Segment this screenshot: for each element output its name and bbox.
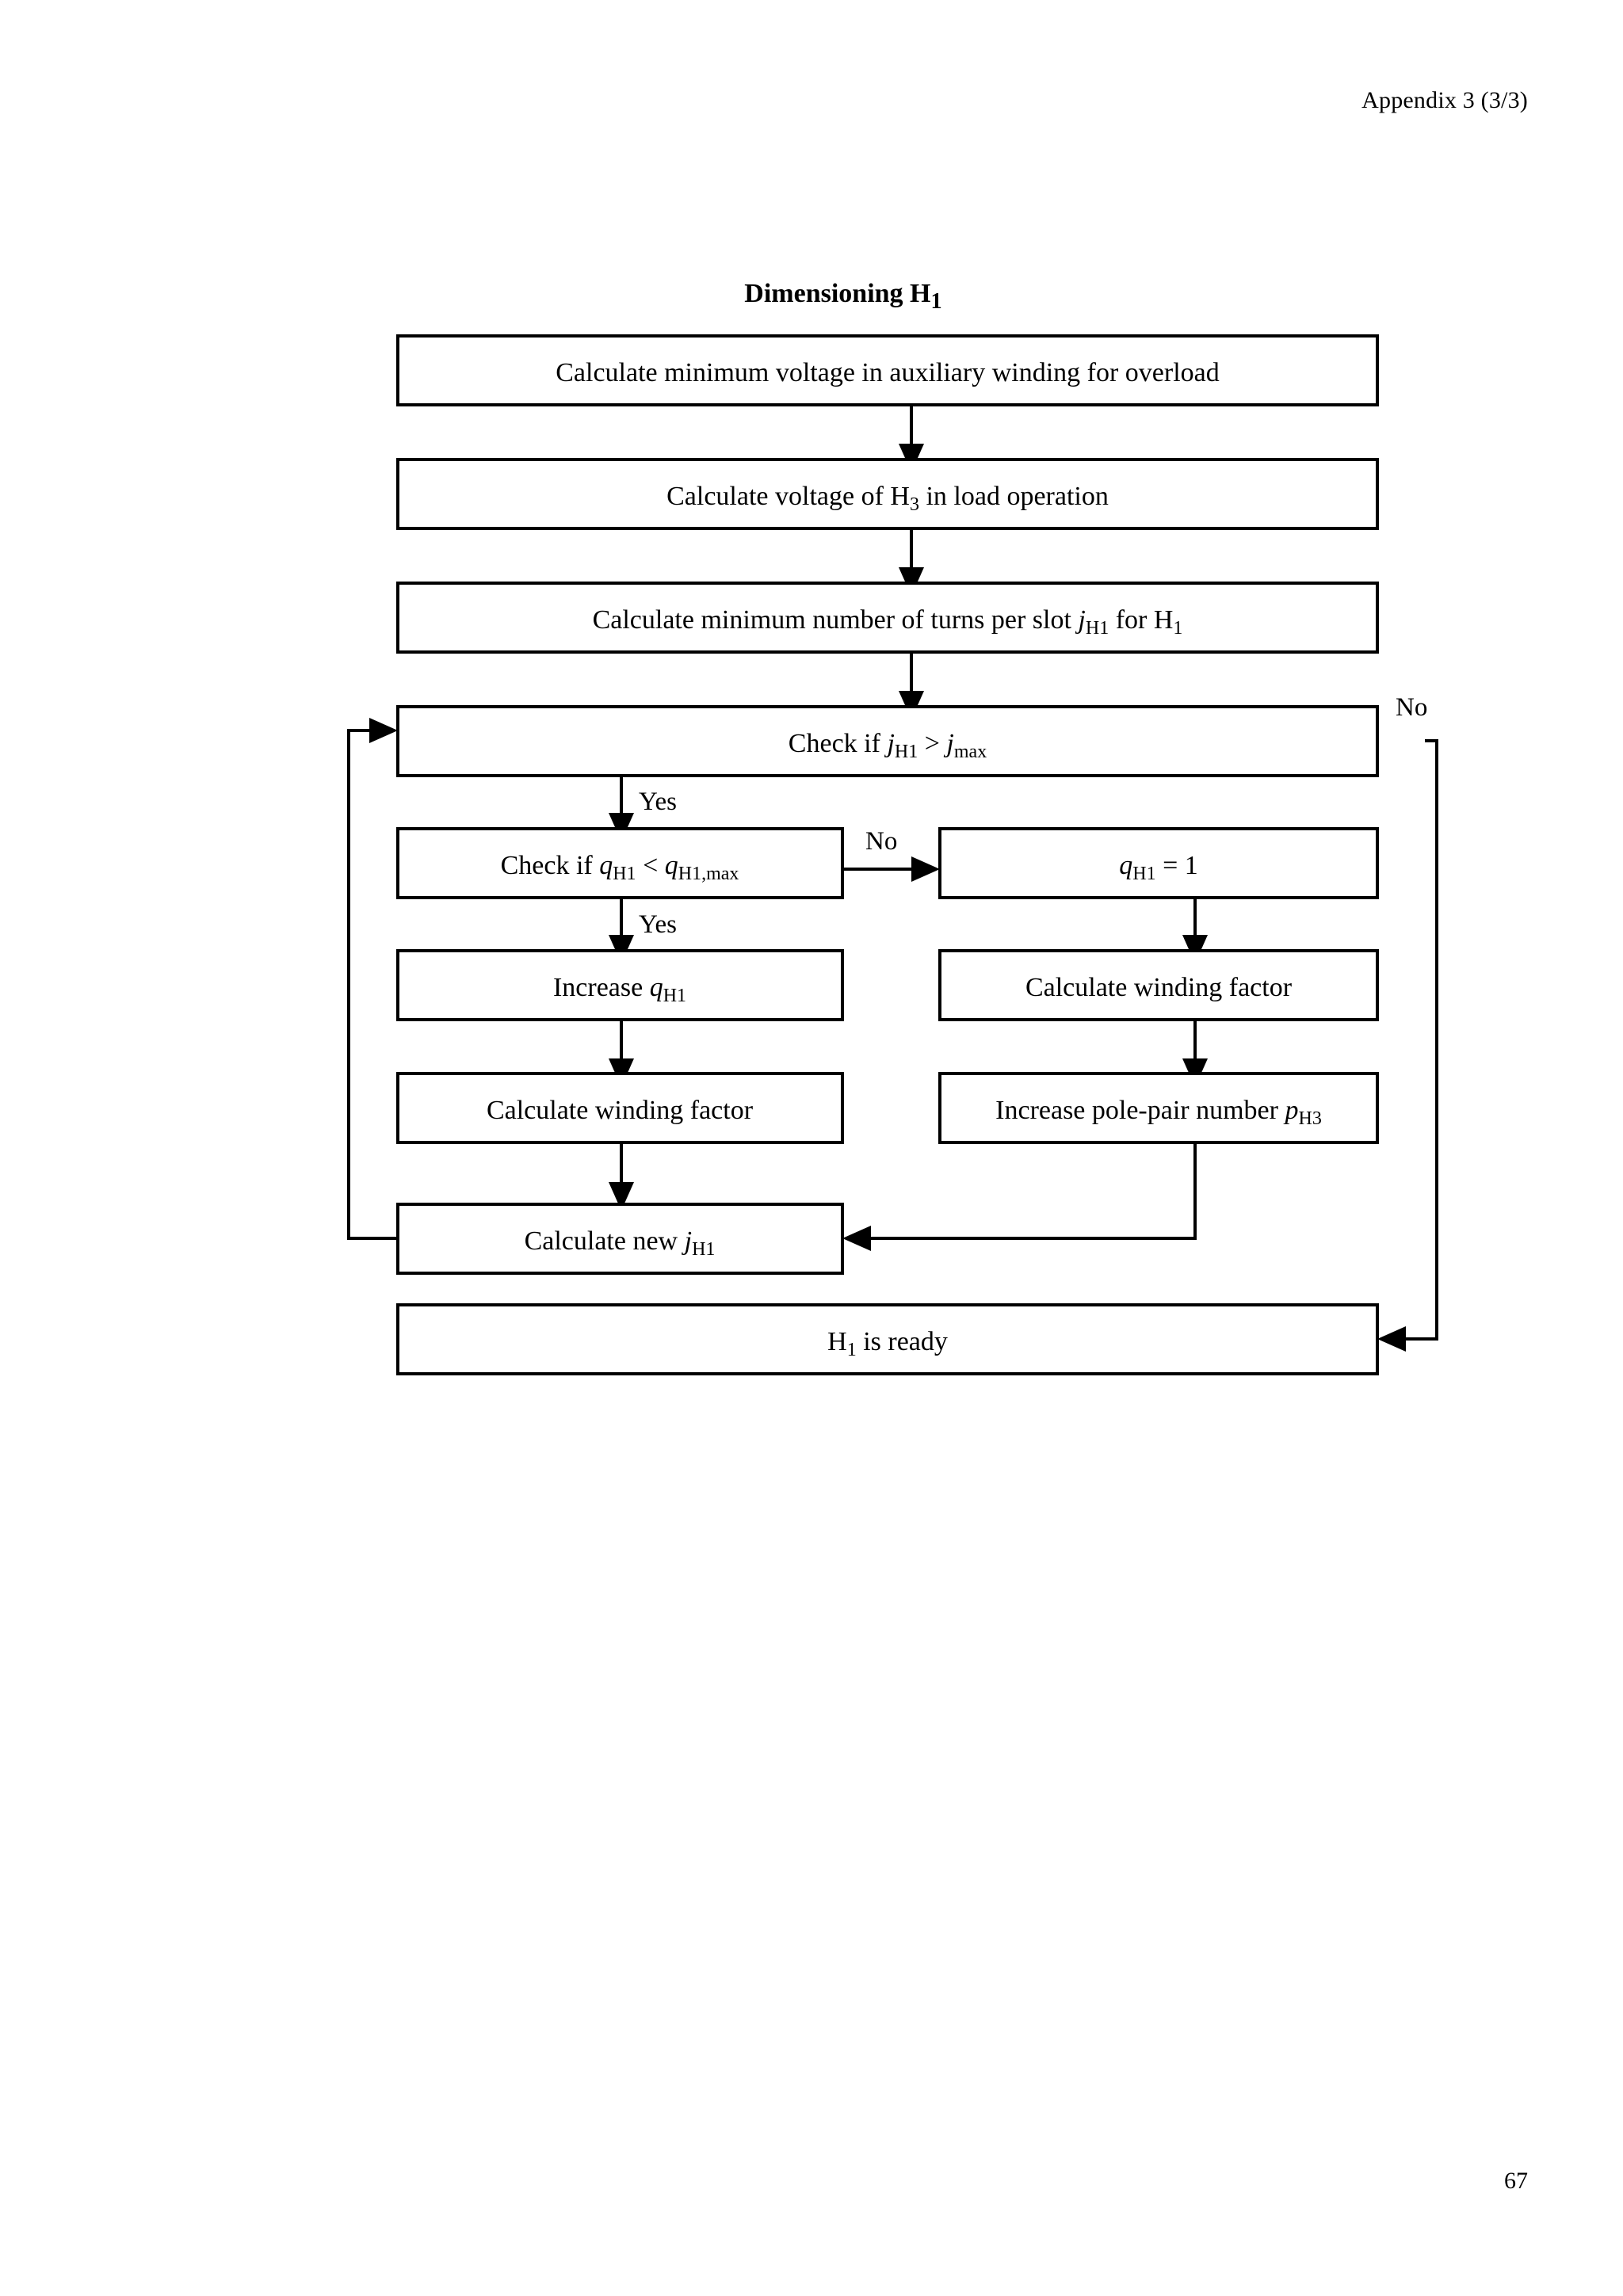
flow-box-calculate-min-turns[interactable]: Calculate minimum number of turns per sl… (396, 582, 1379, 654)
diagram-title-subscript: 1 (930, 288, 942, 314)
flow-box-q-equals-one[interactable]: qH1 = 1 (938, 827, 1379, 899)
flow-box-increase-q[interactable]: Increase qH1 (396, 949, 844, 1021)
flow-box-7-label: Increase qH1 (553, 973, 686, 1006)
diagram-title-main: Dimensioning H (744, 279, 931, 308)
page-header: Appendix 3 (3/3) (1361, 87, 1528, 113)
flow-box-1-label: Calculate minimum voltage in auxiliary w… (556, 358, 1220, 387)
edge-b9-b11 (609, 1142, 634, 1211)
edge-b10-b11 (842, 1142, 1197, 1251)
edge-b11-b4-feedback (347, 718, 398, 1240)
page-number: 67 (1504, 2168, 1528, 2194)
flow-box-check-q-lt-qmax[interactable]: Check if qH1 < qH1,max (396, 827, 844, 899)
flow-box-check-j-gt-jmax[interactable]: Check if jH1 > jmax (396, 705, 1379, 777)
diagram-title: Dimensioning H1 (0, 279, 1623, 315)
edge-label-no-mid: No (865, 827, 897, 856)
edge-label-no-top: No (1396, 693, 1427, 722)
edge-label-yes-2: Yes (639, 910, 677, 939)
edge-b4-b12-no (1377, 739, 1438, 1352)
flow-box-2-label: Calculate voltage of H3 in load operatio… (666, 482, 1109, 515)
flow-box-calculate-voltage-h3[interactable]: Calculate voltage of H3 in load operatio… (396, 458, 1379, 530)
flow-box-h1-is-ready[interactable]: H1 is ready (396, 1303, 1379, 1375)
flow-box-4-label: Check if jH1 > jmax (789, 729, 987, 762)
flow-box-3-label: Calculate minimum number of turns per sl… (593, 605, 1183, 639)
flow-box-6-label: qH1 = 1 (1119, 851, 1198, 884)
flow-box-calculate-new-j[interactable]: Calculate new jH1 (396, 1203, 844, 1275)
edge-b5-b6-no (842, 856, 940, 882)
flow-box-10-label: Increase pole-pair number pH3 (995, 1096, 1322, 1129)
flow-box-calculate-min-voltage[interactable]: Calculate minimum voltage in auxiliary w… (396, 334, 1379, 406)
flow-box-calculate-winding-factor-right[interactable]: Calculate winding factor (938, 949, 1379, 1021)
flow-box-8-label: Calculate winding factor (1025, 973, 1293, 1002)
flow-box-11-label: Calculate new jH1 (525, 1226, 716, 1260)
flow-box-increase-pole-pair-number[interactable]: Increase pole-pair number pH3 (938, 1072, 1379, 1144)
flow-box-9-label: Calculate winding factor (487, 1096, 754, 1125)
flow-box-calculate-winding-factor-left[interactable]: Calculate winding factor (396, 1072, 844, 1144)
edge-label-yes-1: Yes (639, 788, 677, 816)
flow-box-5-label: Check if qH1 < qH1,max (501, 851, 739, 884)
flow-box-12-label: H1 is ready (827, 1327, 948, 1360)
